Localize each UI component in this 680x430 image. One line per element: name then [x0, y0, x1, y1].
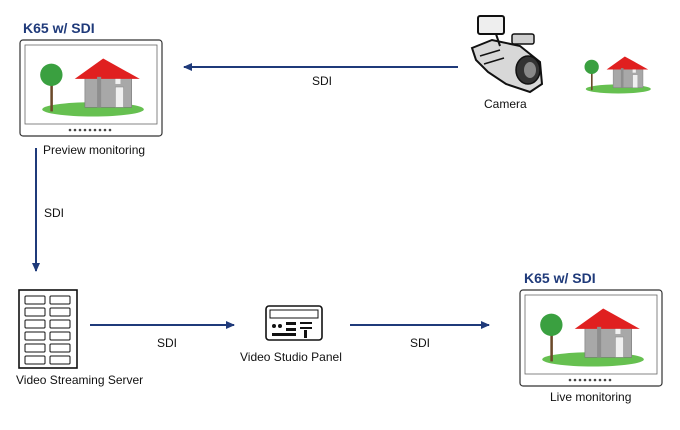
- monitor-top: [19, 39, 163, 137]
- panel-caption: Video Studio Panel: [240, 350, 342, 364]
- server-icon: [18, 289, 78, 369]
- link-label-camera-preview: SDI: [312, 74, 333, 88]
- server-caption: Video Streaming Server: [16, 373, 144, 387]
- monitor-top-title: K65 w/ SDI: [23, 20, 95, 36]
- monitor-bottom-caption: Live monitoring: [550, 390, 632, 404]
- monitor-bottom-title: K65 w/ SDI: [524, 270, 596, 286]
- monitor-bottom: [519, 289, 663, 387]
- camera-caption: Camera: [484, 97, 527, 111]
- monitor-top-caption: Preview monitoring: [43, 143, 146, 157]
- studio-panel-icon: [265, 305, 323, 341]
- link-label-server-panel: SDI: [157, 336, 178, 350]
- camera-icon: [470, 15, 544, 94]
- scene-house-icon: [584, 56, 652, 94]
- link-label-panel-live: SDI: [410, 336, 431, 350]
- link-label-preview-server: SDI: [44, 206, 65, 220]
